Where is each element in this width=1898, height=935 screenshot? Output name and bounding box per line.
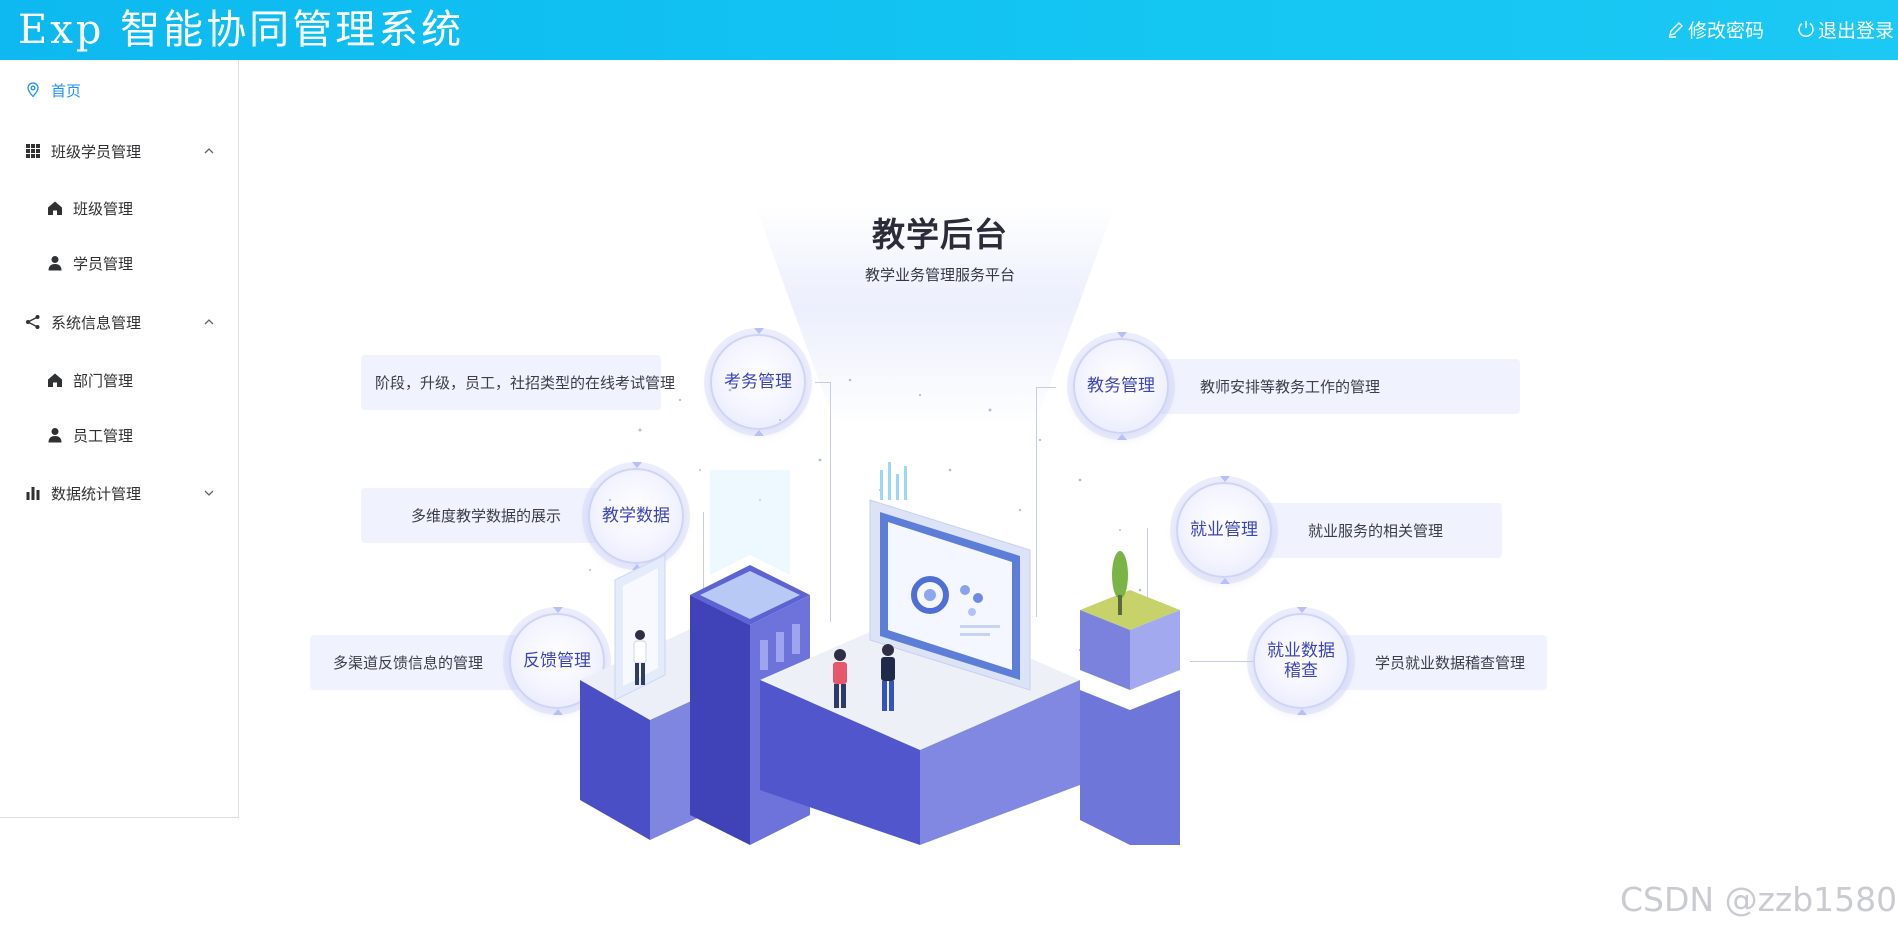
particle-dots	[589, 378, 1142, 652]
logout-label: 退出登录	[1818, 19, 1895, 42]
power-icon	[1798, 21, 1814, 37]
location-icon	[24, 81, 42, 99]
home-icon	[46, 199, 64, 217]
employment-desc: 就业服务的相关管理	[1308, 522, 1444, 540]
academic-module-label: 教务管理	[1087, 376, 1155, 396]
sidebar-menu: 首页 班级学员管理 班级管理 学员管理	[0, 60, 239, 818]
dashboard-main: 教学后台 教学业务管理服务平台 阶段，升级，员工，社招类型的在线考试管理 多维度…	[240, 60, 1898, 935]
sidebar-item-label: 学员管理	[73, 254, 134, 273]
feedback-module-button[interactable]: 反馈管理	[509, 607, 605, 715]
chevron-up-icon	[204, 319, 214, 325]
employment-module-label: 就业管理	[1190, 520, 1258, 540]
sidebar-item-employee-management[interactable]: 员工管理	[0, 410, 238, 460]
feedback-desc-pill: 多渠道反馈信息的管理	[310, 635, 540, 690]
sidebar-item-department-management[interactable]: 部门管理	[0, 355, 238, 405]
employment-audit-module-label: 就业数据	[1267, 641, 1335, 661]
sidebar-item-class-student[interactable]: 班级学员管理	[0, 126, 238, 176]
connector-line	[815, 382, 831, 383]
logout-button[interactable]: 退出登录	[1796, 14, 1894, 44]
sidebar-item-label: 数据统计管理	[51, 484, 142, 503]
watermark: CSDN @zzb1580	[1620, 880, 1898, 919]
sidebar-item-home[interactable]: 首页	[0, 65, 238, 115]
sidebar-item-class-management[interactable]: 班级管理	[0, 183, 238, 233]
sidebar-item-label: 部门管理	[73, 371, 134, 390]
teaching-data-module-button[interactable]: 教学数据	[588, 462, 684, 570]
home-icon	[46, 371, 64, 389]
hero-subtitle: 教学业务管理服务平台	[864, 266, 1015, 284]
employment-audit-module-label: 稽查	[1284, 661, 1318, 681]
exam-desc-pill: 阶段，升级，员工，社招类型的在线考试管理	[361, 355, 675, 410]
sidebar-item-statistics[interactable]: 数据统计管理	[0, 468, 238, 518]
sidebar-item-label: 班级管理	[73, 199, 134, 218]
app-title: Exp 智能协同管理系统	[18, 7, 465, 53]
employment-audit-desc: 学员就业数据稽查管理	[1375, 654, 1526, 672]
sidebar-item-label: 班级学员管理	[51, 142, 142, 161]
edit-icon	[1669, 22, 1683, 38]
sidebar-item-label: 首页	[51, 81, 82, 100]
user-icon	[46, 426, 64, 444]
connector-line	[1190, 661, 1265, 662]
academic-desc-pill: 教师安排等教务工作的管理	[1100, 359, 1520, 414]
change-password-button[interactable]: 修改密码	[1666, 14, 1764, 44]
exam-desc: 阶段，升级，员工，社招类型的在线考试管理	[375, 374, 676, 392]
teaching-data-desc: 多维度教学数据的展示	[411, 507, 562, 525]
sidebar-item-system-info[interactable]: 系统信息管理	[0, 297, 238, 347]
bar-chart-icon	[24, 484, 42, 502]
connector-line	[1147, 528, 1148, 633]
employment-module-button[interactable]: 就业管理	[1176, 476, 1272, 584]
chevron-down-icon	[204, 490, 214, 496]
exam-module-label: 考务管理	[724, 372, 792, 392]
isometric-campus-illustration	[580, 378, 1180, 845]
academic-desc: 教师安排等教务工作的管理	[1200, 378, 1381, 396]
change-password-label: 修改密码	[1688, 19, 1765, 42]
connector-line	[830, 382, 831, 622]
chevron-up-icon	[204, 148, 214, 154]
sidebar-item-label: 系统信息管理	[51, 313, 142, 332]
sidebar-item-student-management[interactable]: 学员管理	[0, 238, 238, 288]
connector-line	[1036, 387, 1056, 388]
teaching-data-module-label: 教学数据	[602, 506, 670, 526]
connector-line	[1036, 387, 1037, 617]
feedback-module-label: 反馈管理	[523, 651, 591, 671]
share-icon	[24, 313, 42, 331]
employment-audit-module-button[interactable]: 就业数据 稽查	[1253, 607, 1349, 715]
hero-title: 教学后台	[872, 215, 1008, 254]
academic-module-button[interactable]: 教务管理	[1073, 332, 1169, 440]
feedback-desc: 多渠道反馈信息的管理	[333, 654, 484, 672]
user-icon	[46, 254, 64, 272]
sidebar-item-label: 员工管理	[73, 426, 134, 445]
connector-line	[703, 512, 704, 602]
teaching-data-desc-pill: 多维度教学数据的展示	[361, 488, 601, 543]
exam-module-button[interactable]: 考务管理	[710, 328, 806, 436]
grid-icon	[24, 142, 42, 160]
top-header: Exp 智能协同管理系统 修改密码 退出登录	[0, 0, 1898, 60]
